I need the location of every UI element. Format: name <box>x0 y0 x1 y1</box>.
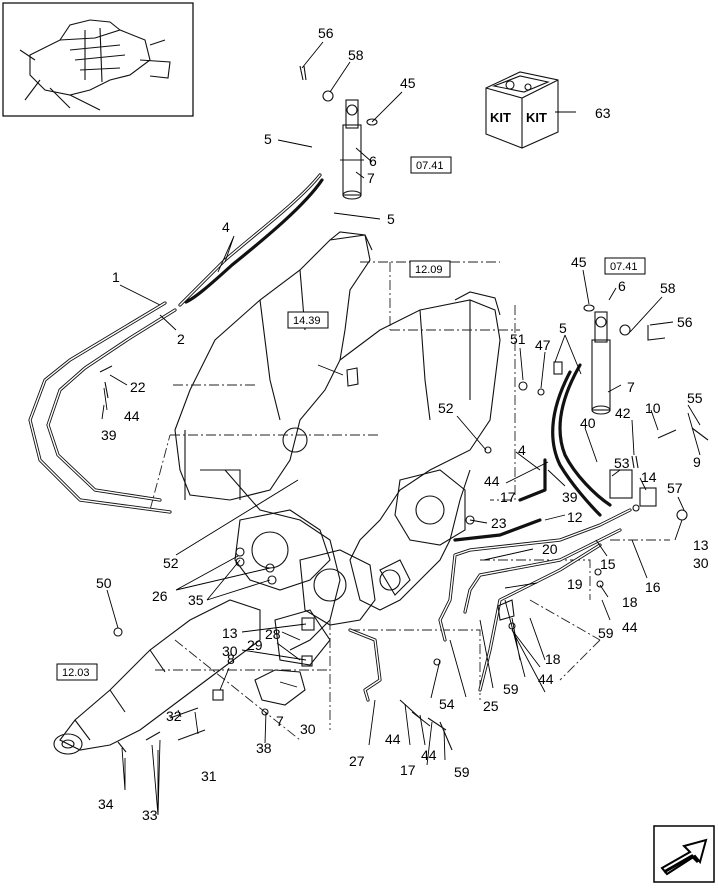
cylinder-top <box>299 65 378 200</box>
leader-lines <box>101 41 701 816</box>
callout-22: 22 <box>130 379 146 395</box>
callout-2: 2 <box>177 331 185 347</box>
callout-63: 63 <box>595 105 611 121</box>
callout-13b: 13 <box>222 625 238 641</box>
callout-7b: 7 <box>627 379 635 395</box>
callout-44f: 44 <box>538 671 554 687</box>
callout-56: 56 <box>318 25 334 41</box>
callout-18b: 18 <box>545 651 561 667</box>
callout-59: 59 <box>598 625 614 641</box>
callout-58b: 58 <box>660 280 676 296</box>
callout-23: 23 <box>491 515 507 531</box>
reference-boxes: 07.41 07.41 12.09 14.39 12.03 <box>56 156 646 681</box>
callout-44e: 44 <box>421 747 437 763</box>
callout-12: 12 <box>567 509 583 525</box>
callout-1: 1 <box>112 269 120 285</box>
callout-44: 44 <box>124 408 140 424</box>
callout-25: 25 <box>483 698 499 714</box>
callout-5: 5 <box>264 131 272 147</box>
callout-4: 4 <box>222 219 230 235</box>
callout-50: 50 <box>96 575 112 591</box>
callout-30: 30 <box>693 555 709 571</box>
callout-44d: 44 <box>385 731 401 747</box>
callout-59b: 59 <box>454 764 470 780</box>
callout-38: 38 <box>256 740 272 756</box>
callout-53: 53 <box>614 455 630 471</box>
callout-33: 33 <box>142 807 158 823</box>
callout-13: 13 <box>693 537 709 553</box>
callout-52b: 52 <box>163 555 179 571</box>
callout-6b: 6 <box>618 278 626 294</box>
callout-15: 15 <box>600 556 616 572</box>
callout-34: 34 <box>98 796 114 812</box>
callout-44b: 44 <box>484 473 500 489</box>
callout-30b: 30 <box>222 643 238 659</box>
next-page-arrow-icon[interactable] <box>653 825 715 883</box>
callout-14: 14 <box>641 469 657 485</box>
callout-19: 19 <box>567 576 583 592</box>
callout-16: 16 <box>645 579 661 595</box>
ref-12-09: 12.09 <box>415 264 443 276</box>
callout-29: 29 <box>247 637 263 653</box>
kit-box: KIT KIT <box>485 71 559 149</box>
callout-5b: 5 <box>387 211 395 227</box>
callout-54: 54 <box>439 696 455 712</box>
callout-4b: 4 <box>518 442 526 458</box>
callout-39b: 39 <box>562 489 578 505</box>
callout-42: 42 <box>615 405 631 421</box>
callout-45b: 45 <box>571 254 587 270</box>
callout-47: 47 <box>535 337 551 353</box>
callout-44c: 44 <box>622 619 638 635</box>
callout-5c: 5 <box>559 320 567 336</box>
kit-label-right: KIT <box>526 110 547 125</box>
callout-56b: 56 <box>677 314 693 330</box>
callout-59c: 59 <box>503 681 519 697</box>
drawbar <box>53 599 261 755</box>
callout-7: 7 <box>367 170 375 186</box>
kit-label-left: KIT <box>490 110 511 125</box>
callout-51: 51 <box>510 331 526 347</box>
callout-17: 17 <box>500 489 516 505</box>
callout-20: 20 <box>542 541 558 557</box>
callout-7c: 7 <box>276 713 284 729</box>
callout-6: 6 <box>369 153 377 169</box>
callout-28: 28 <box>265 626 281 642</box>
callout-8: 8 <box>227 651 235 667</box>
callout-45: 45 <box>400 75 416 91</box>
callout-30c: 30 <box>300 721 316 737</box>
callout-17b: 17 <box>400 762 416 778</box>
callout-9: 9 <box>693 454 701 470</box>
callout-31: 31 <box>201 768 217 784</box>
ref-07-41-right: 07.41 <box>610 261 638 273</box>
callout-26: 26 <box>152 588 168 604</box>
cylinder-right <box>583 304 666 415</box>
callout-18: 18 <box>622 594 638 610</box>
callout-10: 10 <box>645 400 661 416</box>
construction-lines <box>149 261 670 741</box>
callout-35: 35 <box>188 592 204 608</box>
callout-57: 57 <box>667 480 683 496</box>
callouts: 56 58 45 63 5 6 7 5 4 1 2 22 44 39 45 6 … <box>96 25 709 823</box>
callout-39: 39 <box>101 427 117 443</box>
overview-thumbnail <box>2 2 194 117</box>
callout-27: 27 <box>349 753 365 769</box>
callout-40: 40 <box>580 415 596 431</box>
callout-32: 32 <box>166 708 182 724</box>
callout-52: 52 <box>438 400 454 416</box>
ref-12-03: 12.03 <box>62 667 90 679</box>
callout-55: 55 <box>687 390 703 406</box>
callout-58: 58 <box>348 47 364 63</box>
ref-14-39: 14.39 <box>293 315 321 327</box>
ref-07-41-top: 07.41 <box>416 160 444 172</box>
hydraulic-lines <box>28 173 632 702</box>
